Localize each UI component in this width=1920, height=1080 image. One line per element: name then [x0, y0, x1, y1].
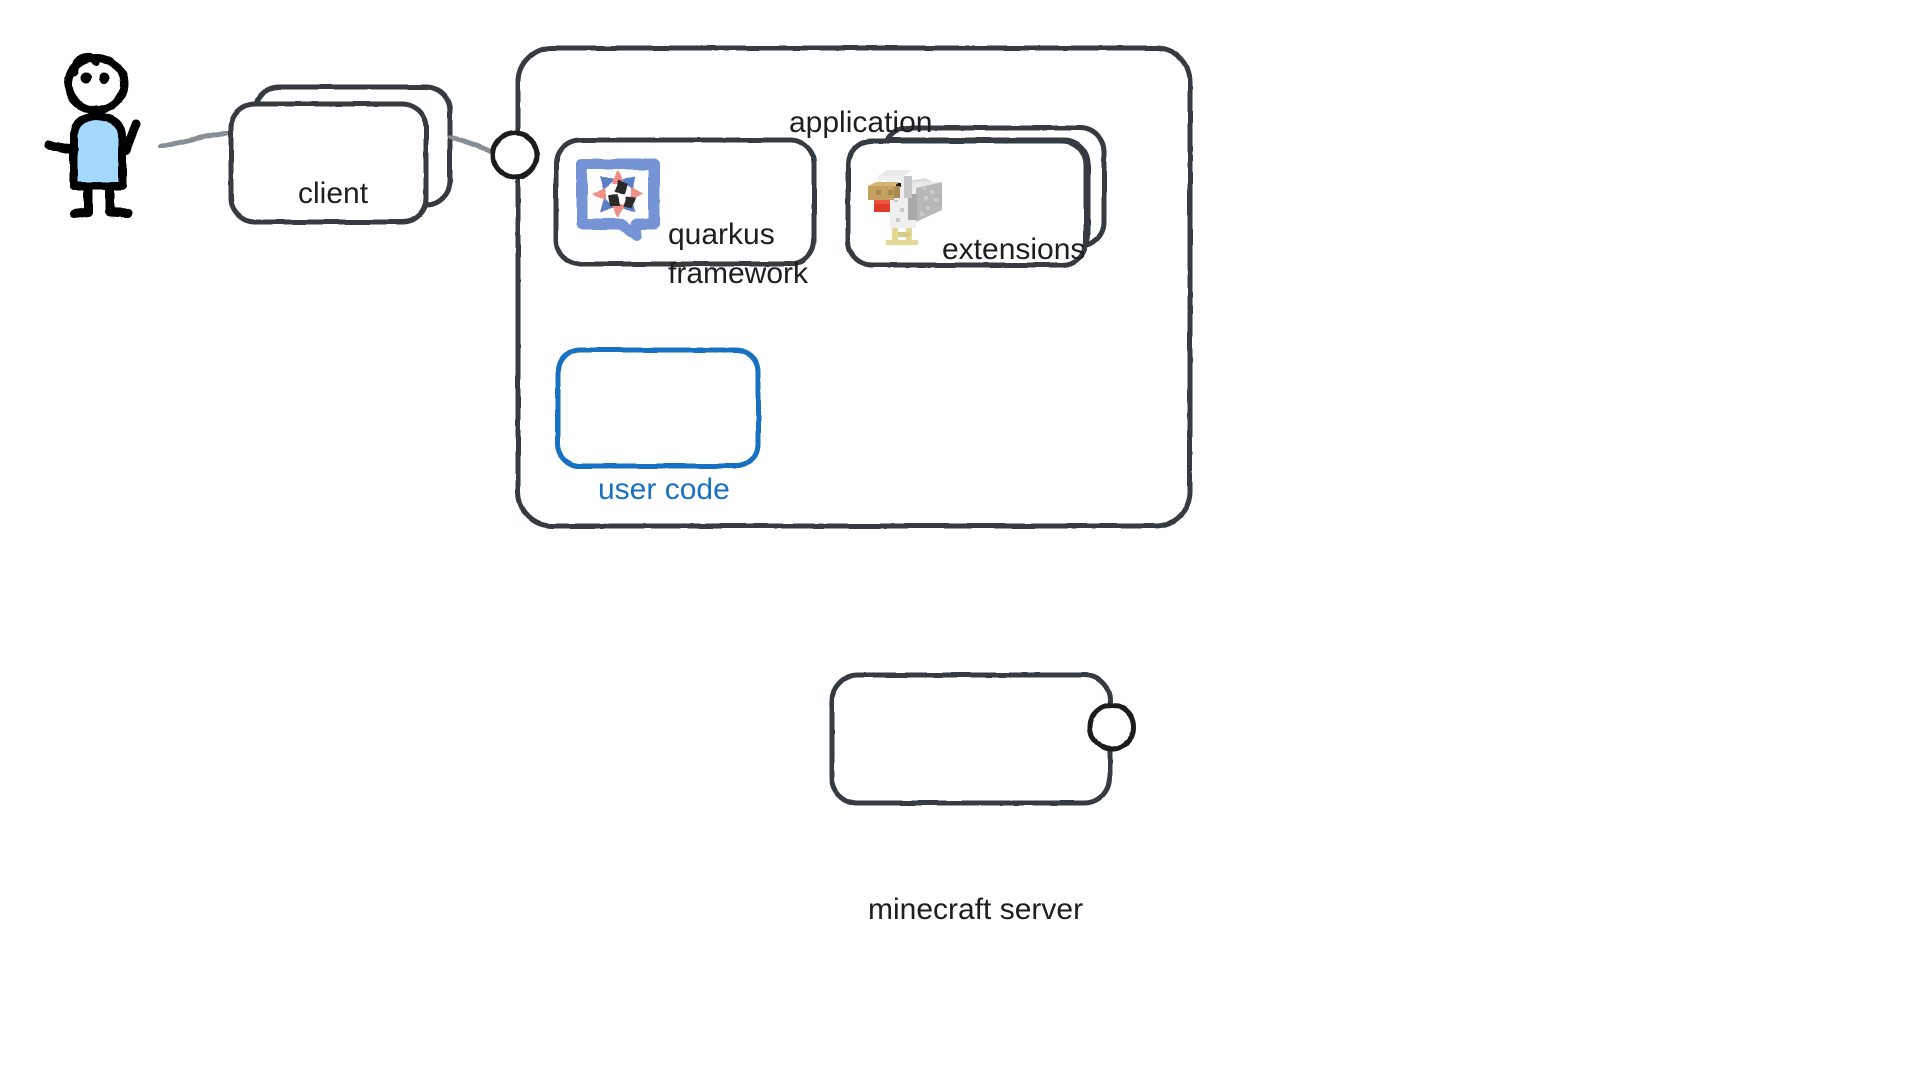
- actor-eye-left-icon: [80, 72, 92, 84]
- client-stack-front: [228, 101, 429, 225]
- actor-body: [70, 112, 126, 190]
- user-code-box: [555, 347, 761, 469]
- quarkus-framework-box: [553, 137, 817, 267]
- actor-leg-right: [105, 183, 133, 218]
- minecraft-server-socket-icon[interactable]: [1087, 702, 1137, 752]
- actor-arm-right: [121, 119, 141, 155]
- node-client[interactable]: [228, 84, 453, 225]
- actor-leg-left: [69, 183, 93, 219]
- actor-eye-right-icon: [98, 72, 110, 84]
- connector-client-to-application: [447, 134, 499, 157]
- actor-hair-icon: [70, 53, 100, 76]
- application-socket-icon[interactable]: [490, 130, 540, 180]
- minecraft-server-box: [829, 672, 1113, 806]
- actor-arm-left: [43, 140, 79, 155]
- connector-actor-to-client: [157, 129, 235, 150]
- node-quarkus-framework[interactable]: [553, 137, 817, 267]
- minecraft-chicken-icon: [868, 170, 942, 245]
- quarkus-logo-icon: [576, 158, 660, 242]
- node-minecraft-server[interactable]: [829, 672, 1113, 806]
- node-user-code[interactable]: [555, 347, 761, 469]
- user-actor[interactable]: [43, 53, 141, 219]
